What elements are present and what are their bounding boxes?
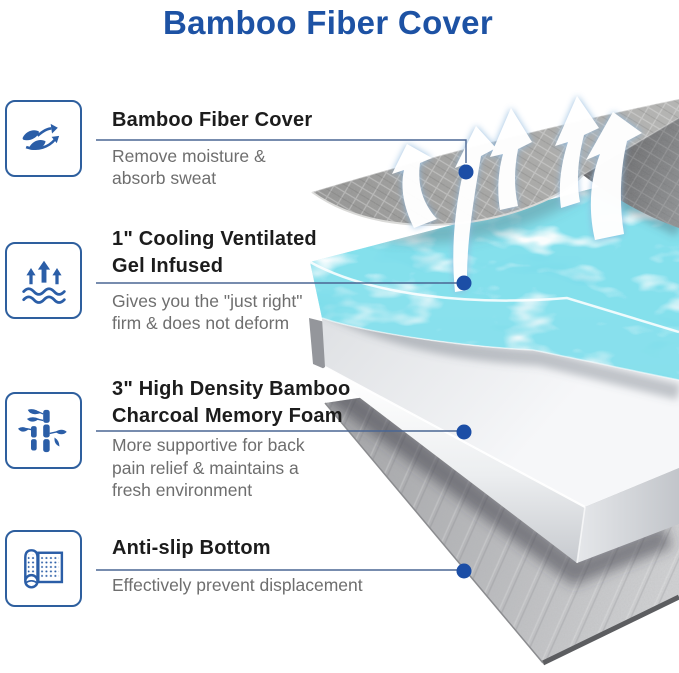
- bamboo-icon-art: [17, 408, 67, 452]
- foam-layer-graphic: [309, 318, 679, 564]
- cooling-airflow-icon: [5, 242, 82, 319]
- feature-description: Effectively prevent displacement: [112, 575, 363, 595]
- page-title: Bamboo Fiber Cover: [163, 4, 493, 41]
- anti-slip-mat-icon-art: [23, 548, 63, 588]
- connector-lines: [96, 139, 467, 571]
- feature-description: Remove moisture & absorb sweat: [112, 146, 266, 188]
- anti-slip-mat-icon: [5, 530, 82, 607]
- feature-description: More supportive for back pain relief & m…: [112, 435, 305, 500]
- feature-heading: 1" Cooling Ventilated Gel Infused: [112, 228, 317, 277]
- moisture-wicking-icon-art: [22, 123, 59, 150]
- cooling-airflow-icon-art: [21, 260, 66, 304]
- connector-dots: [456, 164, 474, 579]
- feature-description: Gives you the "just right" firm & does n…: [112, 291, 303, 333]
- feature-heading: 3" High Density Bamboo Charcoal Memory F…: [112, 378, 351, 427]
- gel-layer-graphic: [309, 166, 679, 381]
- moisture-wicking-icon: [5, 100, 82, 177]
- airflow-arrows-icon: [392, 96, 642, 292]
- feature-heading: Bamboo Fiber Cover: [112, 109, 313, 131]
- feature-heading: Anti-slip Bottom: [112, 537, 271, 559]
- bamboo-icon: [5, 392, 82, 469]
